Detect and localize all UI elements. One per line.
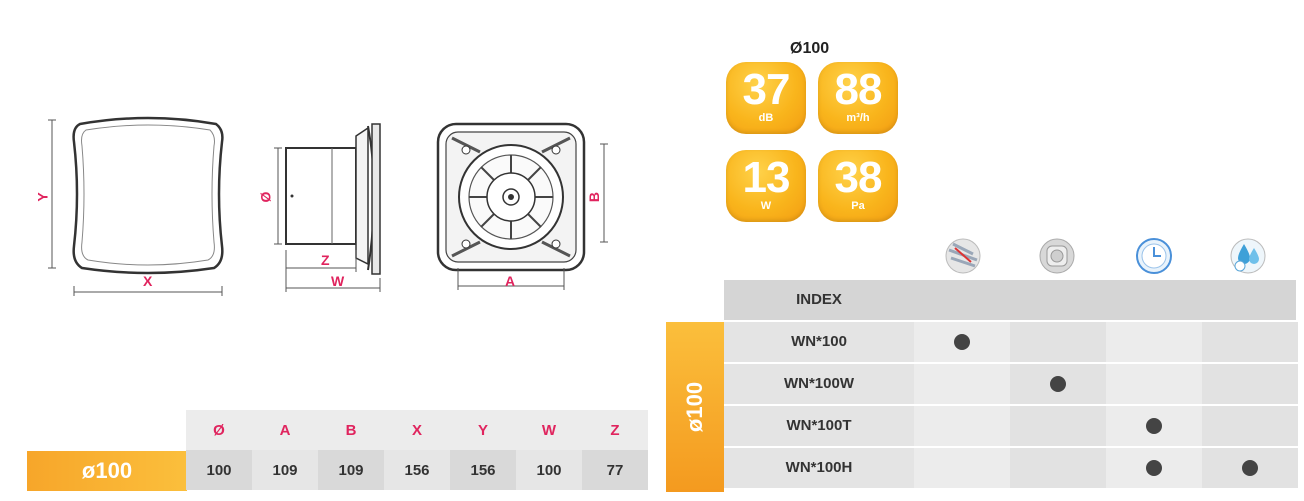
index-row-name: WN*100T (724, 406, 914, 446)
index-row-name: WN*100H (724, 448, 914, 488)
power-unit: W (760, 200, 772, 212)
index-feature-cell (914, 406, 1010, 446)
dimension-value-cell: 77 (582, 450, 648, 490)
index-feature-cell (914, 322, 1010, 362)
feature-dot (1242, 460, 1258, 476)
index-row: WN*100T (724, 406, 1298, 446)
pressure-badge: 38 Pa (818, 150, 898, 222)
dimension-header-cell: A (252, 410, 318, 450)
airflow-badge: 88 m³/h (818, 62, 898, 134)
index-side-label-text: ø100 (682, 381, 707, 433)
index-feature-cell (1202, 364, 1298, 404)
noise-badge: 37 dB (726, 62, 806, 134)
noise-unit: dB (758, 112, 774, 124)
feature-dot (954, 334, 970, 350)
humidity-icon (1230, 238, 1266, 274)
index-row: WN*100W (724, 364, 1298, 404)
dimension-value-cell: 156 (384, 450, 450, 490)
dimension-header-cell: B (318, 410, 384, 450)
index-feature-cell (914, 448, 1010, 488)
dimension-header-cell: Z (582, 410, 648, 450)
power-badge: 13 W (726, 150, 806, 222)
index-row-name: WN*100 (724, 322, 914, 362)
back-view-drawing (436, 122, 608, 290)
dimension-x-label: X (143, 273, 153, 289)
shutter-icon (1039, 238, 1075, 274)
index-side-label: ø100 (666, 322, 724, 492)
dimension-header-cell: W (516, 410, 582, 450)
index-feature-cell (1010, 322, 1106, 362)
dimension-header-cell: Ø (186, 410, 252, 450)
dimension-value-cell: 109 (252, 450, 318, 490)
index-row: WN*100 (724, 322, 1298, 362)
index-table-header: INDEX (724, 280, 1296, 320)
index-feature-cell (1202, 406, 1298, 446)
index-row-name: WN*100W (724, 364, 914, 404)
index-feature-cell (1106, 364, 1202, 404)
dimension-z-label: Z (321, 252, 330, 268)
index-feature-cell (1010, 448, 1106, 488)
feature-dot (1050, 376, 1066, 392)
index-feature-cell (1106, 448, 1202, 488)
index-feature-cell (1202, 322, 1298, 362)
airflow-value: 88 (834, 65, 883, 114)
dimension-b-label: B (586, 191, 603, 203)
index-feature-cell (1106, 322, 1202, 362)
pressure-unit: Pa (851, 200, 865, 212)
power-value: 13 (742, 153, 791, 202)
dimension-value-cell: 156 (450, 450, 516, 490)
timer-icon (1136, 238, 1172, 274)
noise-value: 37 (742, 65, 791, 114)
index-feature-cell (1202, 448, 1298, 488)
feature-dot (1146, 460, 1162, 476)
side-view-drawing (274, 123, 381, 292)
dimension-value-cell: 109 (318, 450, 384, 490)
index-feature-cell (1106, 406, 1202, 446)
dimension-w-label: W (331, 273, 345, 289)
index-feature-cell (1010, 406, 1106, 446)
dimension-row-label: ø100 (27, 451, 187, 491)
dimension-header-cell: X (384, 410, 450, 450)
standard-icon (945, 238, 981, 274)
dimension-header-cell: Y (450, 410, 516, 450)
dimension-value-cell: 100 (516, 450, 582, 490)
index-feature-cell (914, 364, 1010, 404)
badge-size-label: Ø100 (790, 40, 830, 57)
index-header-label: INDEX (796, 291, 842, 308)
dimension-value-cell: 100 (186, 450, 252, 490)
airflow-unit: m³/h (846, 112, 870, 124)
dimension-y-label: Y (34, 192, 51, 202)
index-row: WN*100H (724, 448, 1298, 488)
dimension-a-label: A (505, 273, 516, 289)
feature-dot (1146, 418, 1162, 434)
pressure-value: 38 (834, 153, 883, 202)
front-view-drawing (48, 116, 224, 296)
dimension-diameter-label: Ø (257, 191, 274, 203)
index-feature-cell (1010, 364, 1106, 404)
